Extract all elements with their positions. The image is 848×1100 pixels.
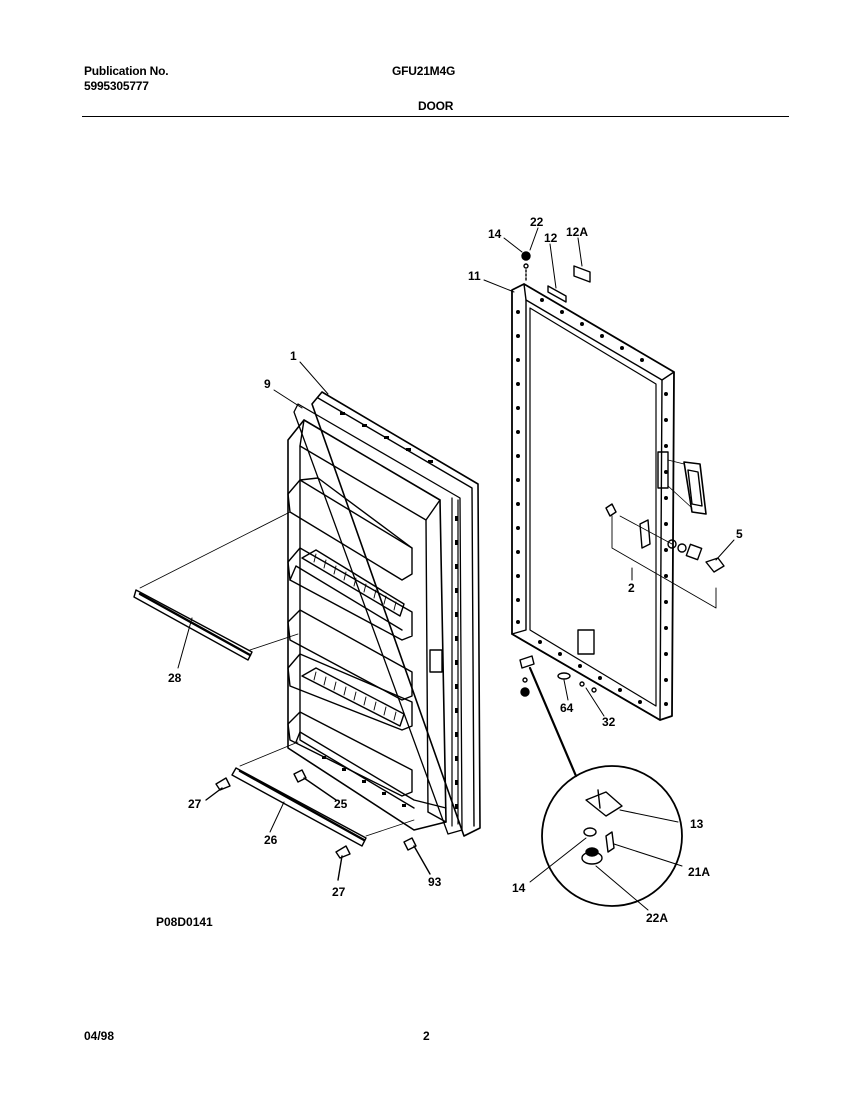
- callout-21a: 21A: [688, 865, 710, 879]
- footer-date: 04/98: [84, 1029, 115, 1043]
- callout-25: 25: [334, 797, 348, 811]
- callout-1: 1: [290, 349, 297, 363]
- bottom-hardware: [519, 655, 605, 778]
- callout-26: 26: [264, 833, 278, 847]
- callout-5: 5: [736, 527, 743, 541]
- door-gasket: [311, 391, 481, 837]
- shelf-bar-26: [231, 741, 415, 847]
- publication-number: 5995305777: [84, 79, 149, 93]
- outer-door-panel: [511, 283, 675, 721]
- inner-liner: [287, 419, 447, 831]
- callout-64: 64: [560, 701, 574, 715]
- header-rule: [82, 116, 789, 117]
- top-hardware: [483, 227, 591, 293]
- callout-14-bottom: 14: [512, 881, 526, 895]
- callout-22a: 22A: [646, 911, 668, 925]
- door-liner-assembly: [287, 391, 481, 837]
- callout-12a: 12A: [566, 225, 588, 239]
- callout-27-left: 27: [188, 797, 202, 811]
- page-number: 2: [423, 1029, 430, 1043]
- callout-22: 22: [530, 215, 544, 229]
- screws: [205, 769, 431, 881]
- shelf-bar-28: [133, 511, 299, 669]
- callout-12: 12: [544, 231, 558, 245]
- callout-2: 2: [628, 581, 635, 595]
- callout-14-top: 14: [488, 227, 502, 241]
- breaker-frame: [293, 403, 463, 835]
- callout-27-bottom: 27: [332, 885, 346, 899]
- callout-11: 11: [468, 269, 481, 283]
- callout-93: 93: [428, 875, 442, 889]
- callout-9: 9: [264, 377, 271, 391]
- model-number: GFU21M4G: [392, 64, 456, 78]
- hinge-detail-circle: [529, 765, 683, 911]
- latch-assembly: [605, 503, 735, 609]
- publication-label: Publication No.: [84, 64, 169, 78]
- door-handle: [667, 459, 707, 515]
- section-title: DOOR: [418, 99, 454, 113]
- door-shelves: [287, 477, 413, 797]
- callout-13: 13: [690, 817, 704, 831]
- callout-28: 28: [168, 671, 182, 685]
- figure-code: P08D0141: [156, 915, 213, 929]
- callout-32: 32: [602, 715, 616, 729]
